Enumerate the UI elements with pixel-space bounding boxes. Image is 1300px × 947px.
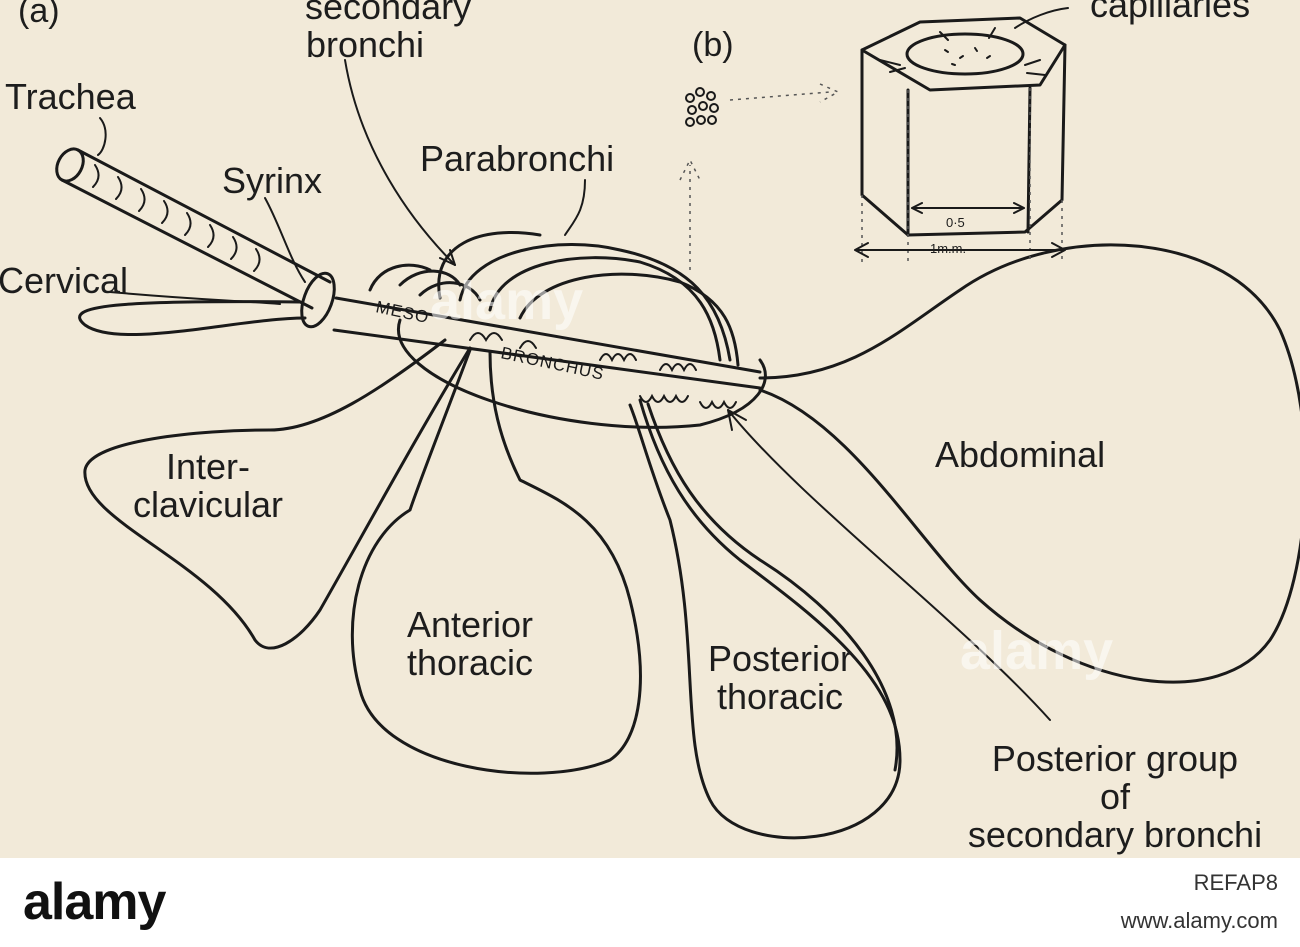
watermark-footer: alamy REFAP8 www.alamy.com xyxy=(0,858,1300,947)
cervical-sac xyxy=(78,300,307,336)
anterior-thoracic-sac xyxy=(350,348,642,775)
mesobronchus-shape: MESO BRONCHUS xyxy=(332,296,762,409)
secondary-bronchi-top-label: secondary bronchi xyxy=(305,0,472,65)
parabronchi-label: Parabronchi xyxy=(420,138,615,179)
dimension-inner-label: 0·5 xyxy=(946,215,965,230)
anterior-thoracic-label: Anterior thoracic xyxy=(406,604,534,683)
capillaries-label: capillaries xyxy=(1090,0,1251,25)
bronchus-label: BRONCHUS xyxy=(499,343,606,383)
diagram-drawing: MESO BRONCHUS xyxy=(55,7,1300,840)
meso-label: MESO xyxy=(374,297,431,327)
trachea-shape xyxy=(55,147,332,310)
abdominal-sac xyxy=(758,243,1300,684)
interclavicular-sac xyxy=(83,338,472,650)
dimension-outer-label: 1m.m. xyxy=(930,241,967,256)
posterior-group-arrow xyxy=(727,409,1051,721)
parabronchi-loops xyxy=(368,231,740,367)
secondary-bronchi-leader xyxy=(344,59,456,266)
trachea-label: Trachea xyxy=(5,76,136,117)
site-url-text: www.alamy.com xyxy=(1120,908,1278,933)
posterior-group-label: Posterior group of secondary bronchi xyxy=(967,738,1263,855)
panel-a-label: (a) xyxy=(18,0,60,30)
brand-logo-text: alamy xyxy=(23,873,166,931)
image-id-text: REFAP8 xyxy=(1193,870,1278,895)
parabronchi-section-circles xyxy=(685,87,719,127)
posterior-thoracic-label: Posterior thoracic xyxy=(707,638,853,717)
lung-air-sac-diagram: MESO BRONCHUS xyxy=(0,0,1300,855)
syrinx-shape xyxy=(300,271,336,329)
hexagonal-prism xyxy=(854,7,1069,262)
abdominal-label: Abdominal xyxy=(935,434,1106,475)
cervical-label: Cervical xyxy=(0,260,129,301)
posterior-thoracic-sac xyxy=(628,398,902,840)
panel-b-label: (b) xyxy=(692,26,734,64)
interclavicular-label: Inter- clavicular xyxy=(132,446,284,525)
syrinx-label: Syrinx xyxy=(222,160,323,201)
